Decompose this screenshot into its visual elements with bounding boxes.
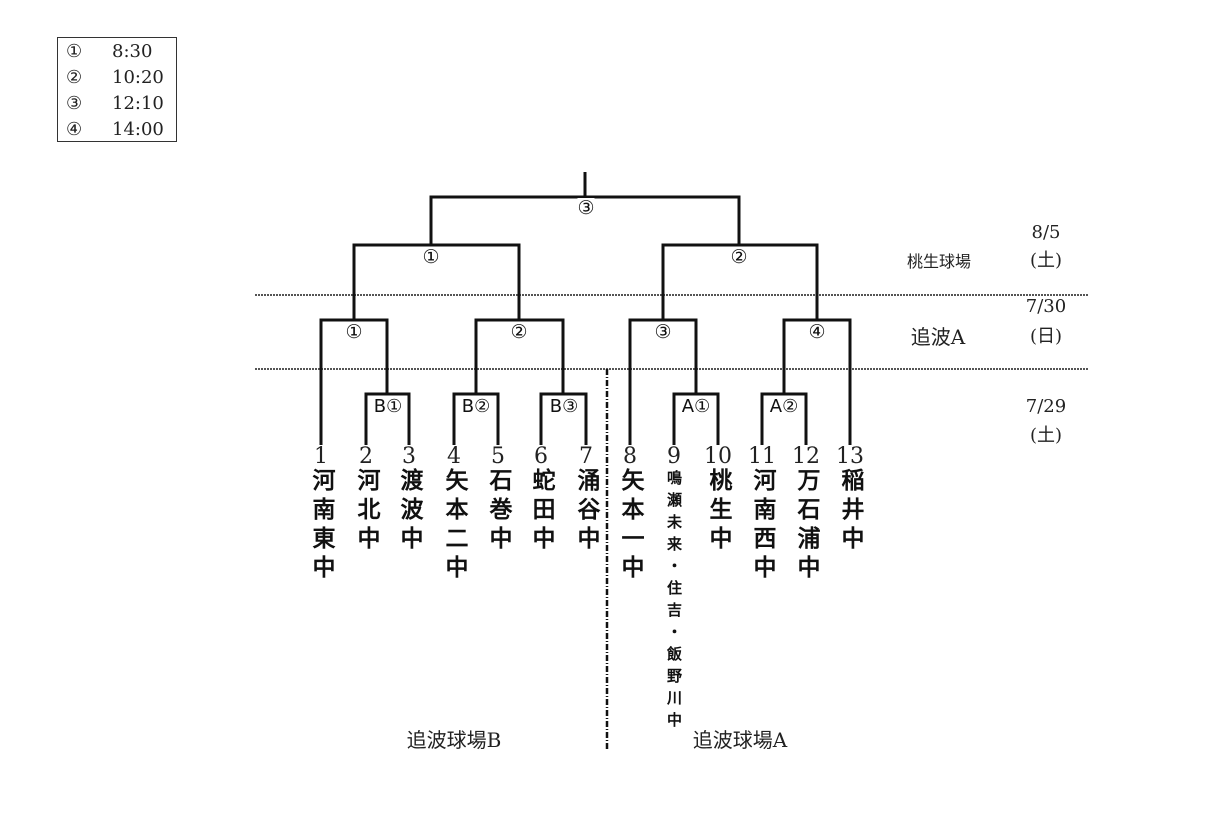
round1-label: B③ — [549, 396, 579, 417]
team-name: 矢本二中 — [441, 468, 467, 584]
team-name: 矢本一中 — [617, 468, 643, 584]
legend-row: ② 10:20 — [66, 65, 176, 91]
team-number: 7 — [579, 444, 593, 469]
team-number: 4 — [447, 444, 461, 469]
legend-time: 14:00 — [112, 119, 164, 140]
semi-label: ② — [730, 246, 748, 268]
team-number: 8 — [623, 444, 637, 469]
team-name: 稲井中 — [837, 468, 863, 555]
legend-row: ③ 12:10 — [66, 91, 176, 117]
team-name: 河南東中 — [308, 468, 334, 584]
day-dividers — [255, 294, 1088, 370]
team-name: 桃生中 — [705, 468, 731, 555]
bracket-paths — [319, 172, 852, 445]
team-name: 河北中 — [353, 468, 379, 555]
venue-b-label: 追波球場B — [406, 728, 502, 752]
legend-time: 12:10 — [112, 93, 164, 114]
team-number: 6 — [534, 444, 548, 469]
legend-mark: ④ — [66, 119, 83, 140]
team-number: 13 — [836, 444, 864, 469]
venue-a-label: 追波球場A — [692, 728, 788, 752]
time-legend: ① 8:30 ② 10:20 ③ 12:10 ④ 14:00 — [57, 37, 177, 142]
round1-label: B② — [461, 396, 491, 417]
legend-row: ④ 14:00 — [66, 117, 176, 143]
day-label: (土) — [1029, 250, 1063, 271]
legend-row: ① 8:30 — [66, 39, 176, 65]
round2-label: ① — [345, 321, 363, 343]
round2-label: ④ — [808, 321, 826, 343]
venue-label: 追波A — [910, 325, 966, 349]
legend-time: 10:20 — [112, 67, 164, 88]
team-number: 1 — [314, 444, 328, 469]
team-name: 鳴瀬未来・住吉・飯野川中 — [665, 470, 683, 734]
team-name: 蛇田中 — [528, 468, 554, 555]
day-label: (日) — [1029, 326, 1063, 347]
date-label: 7/29 — [1025, 396, 1067, 417]
venue-label: 桃生球場 — [906, 252, 972, 271]
round1-label: A① — [681, 396, 711, 417]
day-label: (土) — [1029, 425, 1063, 446]
legend-mark: ② — [66, 67, 83, 88]
date-label: 7/30 — [1025, 296, 1067, 317]
round2-label: ② — [510, 321, 528, 343]
round2-label: ③ — [654, 321, 672, 343]
date-label: 8/5 — [1031, 222, 1061, 243]
legend-mark: ③ — [66, 93, 83, 114]
team-number: 12 — [792, 444, 820, 469]
round1-label: B① — [373, 396, 403, 417]
team-name: 万石浦中 — [793, 468, 819, 584]
team-name: 石巻中 — [485, 468, 511, 555]
match-semi-1 — [352, 243, 521, 320]
final-label: ③ — [577, 197, 595, 219]
team-number: 5 — [491, 444, 505, 469]
team-number: 9 — [667, 444, 681, 469]
team-number: 11 — [748, 444, 776, 469]
team-name: 涌谷中 — [573, 468, 599, 555]
legend-mark: ① — [66, 41, 83, 62]
team-number: 3 — [402, 444, 416, 469]
team-name: 渡波中 — [396, 468, 422, 555]
round1-label: A② — [769, 396, 799, 417]
team-name: 河南西中 — [749, 468, 775, 584]
semi-label: ① — [422, 246, 440, 268]
legend-time: 8:30 — [112, 41, 153, 62]
team-number: 10 — [704, 444, 732, 469]
team-number: 2 — [359, 444, 373, 469]
